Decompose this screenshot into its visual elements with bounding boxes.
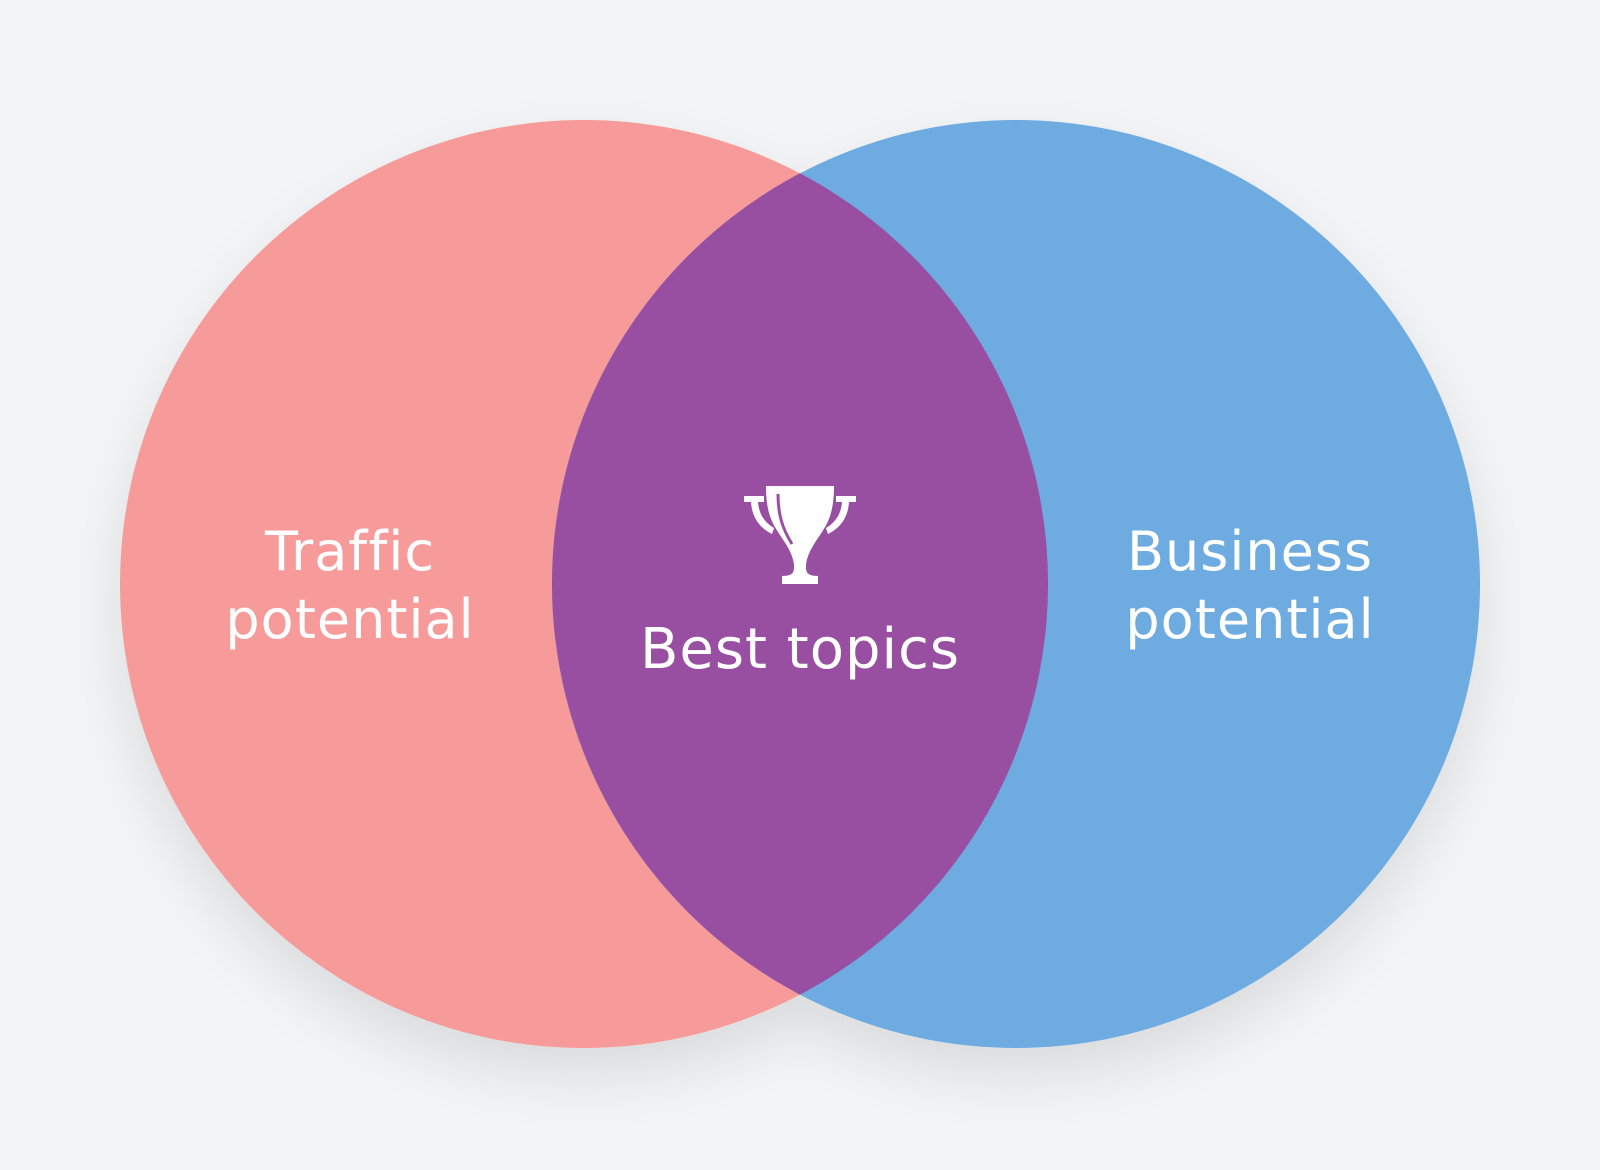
best-topics-label: Best topics [639, 617, 961, 682]
traffic-potential-line2: potential [225, 588, 475, 651]
traffic-potential-line1: Traffic [264, 520, 436, 583]
business-potential-line2: potential [1125, 588, 1375, 651]
traffic-potential-label: Traffic potential [180, 518, 520, 654]
best-topics-intersection [552, 120, 1048, 1048]
business-potential-line1: Business [1126, 520, 1374, 583]
business-potential-label: Business potential [1080, 518, 1420, 654]
trophy-icon [744, 486, 856, 584]
